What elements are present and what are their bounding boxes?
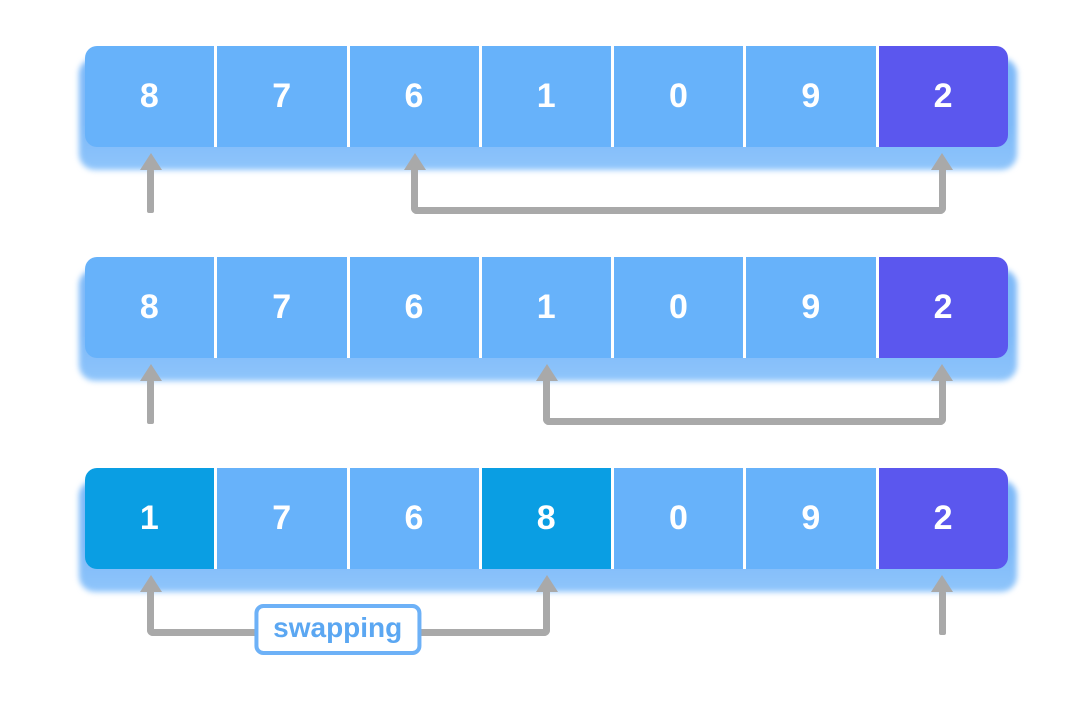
- bracket-arrowhead-icon: [931, 153, 954, 170]
- array-cell-default: 6: [346, 468, 479, 569]
- cell-value: 7: [272, 288, 292, 326]
- array-cell-default: 6: [346, 46, 479, 147]
- cell-value: 8: [536, 499, 557, 537]
- cell-value: 6: [404, 77, 424, 115]
- array-step-1: 8 7 6 1 0 9 2: [79, 46, 1017, 214]
- array-cell-default: 8: [85, 257, 215, 358]
- array-cell-pivot: 2: [875, 468, 1008, 569]
- array-cell-swap: 8: [478, 468, 612, 569]
- cell-value: 7: [272, 499, 292, 537]
- array-cell-default: 9: [743, 257, 876, 358]
- cell-value: 2: [933, 499, 954, 537]
- cell-value: 6: [404, 288, 424, 326]
- array-cell-default: 6: [346, 257, 479, 358]
- swapping-label: swapping: [254, 604, 422, 655]
- cell-value: 9: [801, 77, 821, 115]
- pointer-arrow: [147, 169, 155, 213]
- pointer-arrowhead-icon: [931, 575, 954, 592]
- cell-value: 9: [801, 288, 821, 326]
- array-cell-default: 9: [743, 46, 876, 147]
- pointer-arrow: [147, 380, 155, 424]
- array-cell-default: 0: [611, 46, 744, 147]
- bracket-arrowhead-icon: [931, 364, 954, 381]
- cell-value: 2: [933, 77, 954, 115]
- array-cell-default: 7: [214, 46, 347, 147]
- array-step-2: 8 7 6 1 0 9 2: [79, 257, 1017, 425]
- pointer-arrow: [938, 591, 946, 635]
- cell-value: 1: [536, 288, 557, 326]
- range-bracket: [543, 380, 946, 425]
- cell-value: 9: [801, 499, 821, 537]
- cell-value: 0: [669, 288, 689, 326]
- array-cell-swap: 1: [85, 468, 215, 569]
- bracket-arrowhead-icon: [139, 575, 162, 592]
- array-cell-default: 1: [478, 257, 612, 358]
- cell-value: 8: [139, 288, 160, 326]
- cell-value: 6: [404, 499, 424, 537]
- range-bracket: [411, 169, 946, 214]
- array-row: 1 7 6 8 0 9 2: [85, 468, 1008, 569]
- array-cell-default: 0: [611, 257, 744, 358]
- bracket-arrowhead-icon: [535, 575, 558, 592]
- cell-value: 0: [669, 499, 689, 537]
- cell-value: 7: [272, 77, 292, 115]
- array-cell-default: 0: [611, 468, 744, 569]
- array-row: 8 7 6 1 0 9 2: [85, 46, 1008, 147]
- bracket-arrowhead-icon: [403, 153, 426, 170]
- pointer-arrowhead-icon: [139, 364, 162, 381]
- cell-value: 1: [536, 77, 557, 115]
- array-cell-default: 9: [743, 468, 876, 569]
- array-cell-default: 7: [214, 468, 347, 569]
- array-cell-default: 7: [214, 257, 347, 358]
- array-cell-pivot: 2: [875, 46, 1008, 147]
- array-step-3: 1 7 6 8 0 9 2 swapping: [79, 468, 1017, 655]
- array-cell-default: 1: [478, 46, 612, 147]
- cell-value: 1: [139, 499, 160, 537]
- bracket-arrowhead-icon: [535, 364, 558, 381]
- pointer-arrowhead-icon: [139, 153, 162, 170]
- cell-value: 0: [669, 77, 689, 115]
- cell-value: 8: [139, 77, 160, 115]
- array-cell-default: 8: [85, 46, 215, 147]
- array-cell-pivot: 2: [875, 257, 1008, 358]
- cell-value: 2: [933, 288, 954, 326]
- array-row: 8 7 6 1 0 9 2: [85, 257, 1008, 358]
